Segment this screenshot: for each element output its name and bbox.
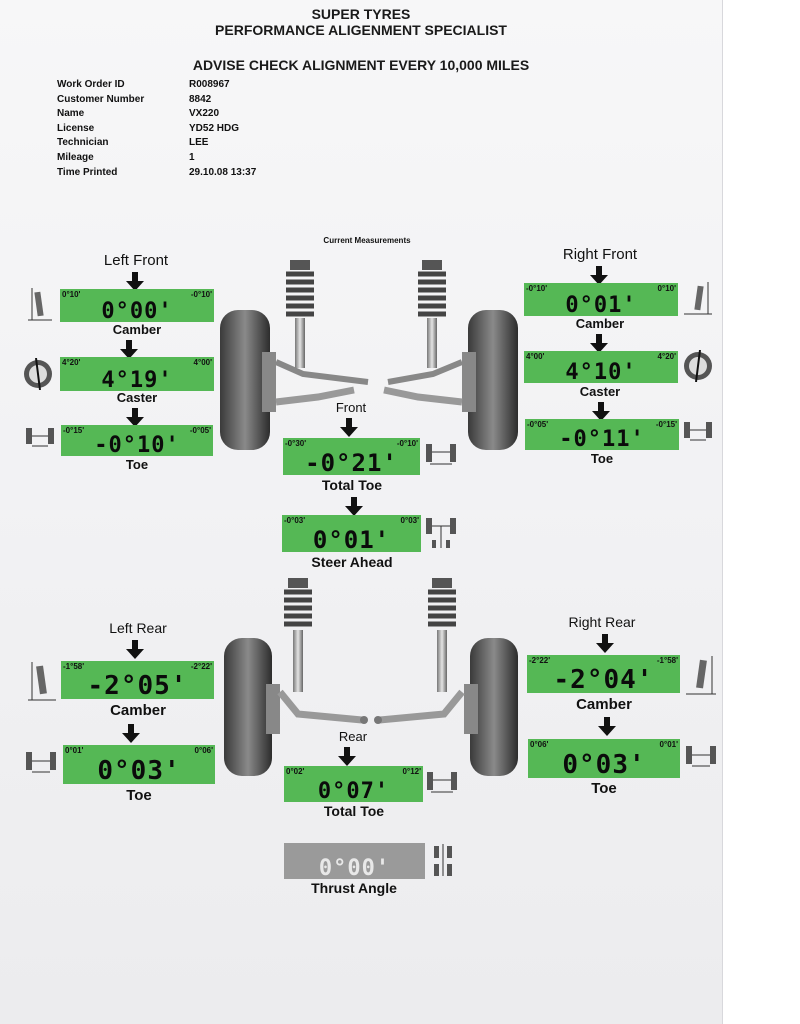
front-total-toe-label: Total Toe bbox=[321, 477, 383, 493]
rr-camber-gauge: -2°22' -1°58' -2°04' bbox=[527, 655, 680, 695]
rear-left-strut bbox=[277, 578, 368, 724]
thrust-angle-gauge: 0°00' bbox=[284, 843, 425, 881]
toe-icon bbox=[26, 752, 56, 773]
rr-toe-label: Toe bbox=[591, 780, 617, 797]
rf-caster-gauge: 4°00' 4°20' 4°10' bbox=[524, 351, 678, 385]
front-left-strut bbox=[274, 260, 369, 406]
lf-toe-label: Toe bbox=[125, 457, 149, 472]
right-rear-title: Right Rear bbox=[568, 614, 636, 630]
front-suspension-illustration bbox=[220, 260, 518, 450]
thrust-angle-label: Thrust Angle bbox=[311, 880, 397, 896]
rf-caster-label: Caster bbox=[579, 384, 621, 399]
alignment-advice: ADVISE CHECK ALIGNMENT EVERY 10,000 MILE… bbox=[192, 57, 530, 73]
lf-caster-label: Caster bbox=[116, 390, 158, 405]
camber-icon bbox=[28, 662, 56, 701]
lf-camber-gauge: 0°10' -0°10' 0°00' bbox=[60, 289, 214, 324]
rear-center-title: Rear bbox=[338, 729, 368, 744]
total-toe-icon bbox=[426, 444, 456, 465]
front-left-tyre bbox=[220, 310, 270, 450]
rear-right-tyre bbox=[470, 638, 518, 776]
toe-icon bbox=[26, 428, 54, 447]
right-front-title: Right Front bbox=[562, 246, 638, 263]
front-center-title: Front bbox=[335, 400, 367, 415]
current-measurements-label: Current Measurements bbox=[323, 236, 411, 245]
toe-icon bbox=[684, 422, 712, 441]
steer-ahead-gauge: -0°03' 0°03' 0°01' bbox=[282, 515, 421, 554]
rf-toe-label: Toe bbox=[590, 451, 614, 466]
lf-camber-label: Camber bbox=[112, 322, 162, 337]
front-right-strut bbox=[383, 260, 464, 406]
lr-camber-gauge: -1°58' -2°22' -2°05' bbox=[61, 661, 214, 701]
rr-toe-gauge: 0°06' 0°01' 0°03' bbox=[528, 739, 680, 780]
alignment-printout: SUPER TYRES PERFORMANCE ALIGENMENT SPECI… bbox=[0, 0, 723, 1024]
rear-right-strut bbox=[374, 578, 465, 724]
left-rear-title: Left Rear bbox=[109, 620, 167, 636]
caster-icon bbox=[24, 358, 52, 390]
camber-icon bbox=[684, 282, 712, 315]
left-front-title: Left Front bbox=[103, 252, 169, 269]
caster-icon bbox=[684, 350, 712, 382]
steer-ahead-label: Steer Ahead bbox=[311, 554, 393, 570]
lf-caster-gauge: 4°20' 4°00' 4°19' bbox=[60, 357, 214, 393]
front-total-toe-gauge: -0°30' -0°10' -0°21' bbox=[283, 438, 420, 477]
lr-camber-label: Camber bbox=[110, 702, 166, 719]
shop-tagline: PERFORMANCE ALIGENMENT SPECIALIST bbox=[215, 22, 507, 38]
camber-icon bbox=[28, 288, 52, 321]
lr-toe-label: Toe bbox=[126, 787, 152, 804]
total-toe-icon bbox=[427, 772, 457, 793]
toe-icon bbox=[686, 746, 716, 767]
shop-name: SUPER TYRES bbox=[311, 6, 411, 22]
rf-toe-gauge: -0°05' -0°15' -0°11' bbox=[525, 419, 679, 452]
rear-left-tyre bbox=[224, 638, 272, 776]
camber-icon bbox=[686, 656, 716, 695]
steer-ahead-icon bbox=[426, 518, 456, 548]
rear-suspension-illustration bbox=[224, 578, 518, 776]
rr-camber-label: Camber bbox=[576, 696, 632, 713]
thrust-angle-icon bbox=[434, 844, 452, 876]
rf-camber-label: Camber bbox=[575, 316, 625, 331]
lr-toe-gauge: 0°01' 0°06' 0°03' bbox=[63, 745, 215, 786]
lf-toe-gauge: -0°15' -0°05' -0°10' bbox=[61, 425, 213, 458]
rear-total-toe-label: Total Toe bbox=[323, 803, 385, 819]
rf-camber-gauge: -0°10' 0°10' 0°01' bbox=[524, 283, 678, 318]
front-right-tyre bbox=[468, 310, 518, 450]
rear-total-toe-gauge: 0°02' 0°12' 0°07' bbox=[284, 766, 423, 804]
